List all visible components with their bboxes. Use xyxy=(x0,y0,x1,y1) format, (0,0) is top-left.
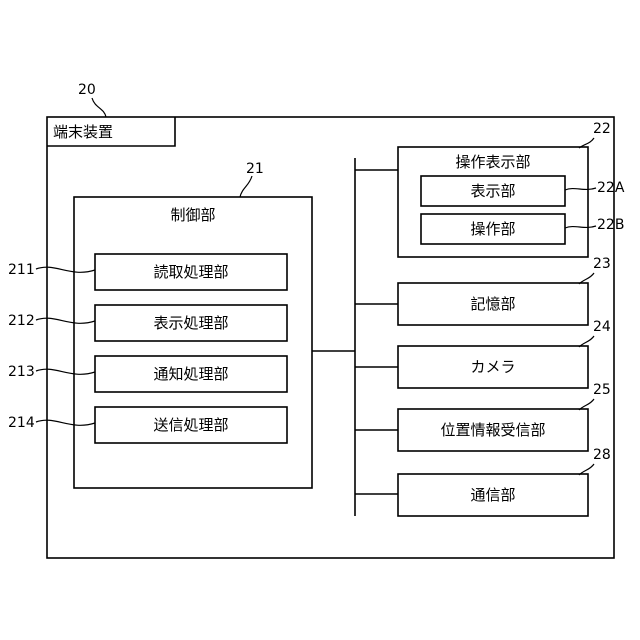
unit-label: 表示処理部 xyxy=(153,314,228,332)
unit-ref: 22B xyxy=(597,217,624,233)
unit-label: 記憶部 xyxy=(470,295,515,313)
unit-ref: 22A xyxy=(597,180,625,196)
unit-label: 表示部 xyxy=(470,182,515,200)
unit-ref: 23 xyxy=(593,256,611,272)
op-display-title: 操作表示部 xyxy=(455,153,530,171)
unit-ref: 213 xyxy=(8,364,35,380)
control-box xyxy=(74,197,312,488)
unit-label: 操作部 xyxy=(470,220,515,238)
unit-label: 通知処理部 xyxy=(153,365,228,383)
unit-label: 位置情報受信部 xyxy=(440,421,545,439)
unit-label: 通信部 xyxy=(470,486,515,504)
device-ref: 20 xyxy=(78,82,96,98)
unit-label: 送信処理部 xyxy=(153,416,228,434)
unit-label: カメラ xyxy=(470,358,515,376)
control-title: 制御部 xyxy=(170,206,215,224)
unit-ref: 212 xyxy=(8,313,35,329)
device-title: 端末装置 xyxy=(53,123,113,141)
unit-label: 読取処理部 xyxy=(153,263,228,281)
unit-ref: 25 xyxy=(593,382,611,398)
unit-ref: 214 xyxy=(8,415,35,431)
unit-ref: 24 xyxy=(593,319,611,335)
unit-ref: 211 xyxy=(8,262,35,278)
control-ref: 21 xyxy=(246,161,264,177)
device-ref-leader xyxy=(92,98,106,117)
op-display-ref: 22 xyxy=(593,121,611,137)
unit-ref: 28 xyxy=(593,447,611,463)
